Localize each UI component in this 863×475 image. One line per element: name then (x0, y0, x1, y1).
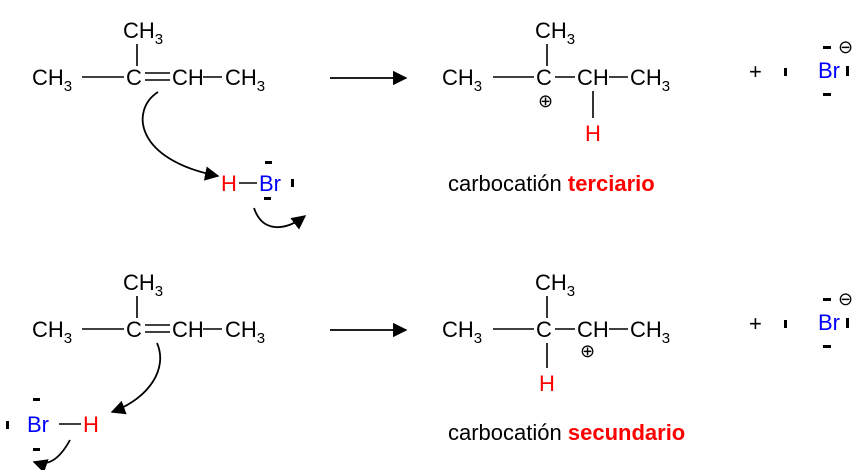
product-tertiary-carbocation: CH3 CH3 C ⊕ CH H CH3 (442, 18, 670, 146)
methyl-top-label: CH3 (123, 18, 163, 48)
reactant-alkene-bottom: CH3 CH3 C CH CH3 (32, 270, 265, 347)
negative-charge: ⊖ (838, 37, 853, 57)
hydrogen-label: H (221, 171, 237, 196)
bromide-ion-top: Br ⊖ (784, 37, 853, 96)
carbon-label: C (536, 65, 552, 90)
carbocation-charge: ⊕ (580, 341, 595, 361)
bromine-label: Br (818, 58, 840, 83)
plus-sign: + (749, 59, 762, 84)
carbon-label: C (126, 65, 142, 90)
label-secondary: carbocatión secundario (448, 420, 685, 445)
lone-pair-left (784, 68, 787, 76)
product-secondary-carbocation: CH3 CH3 C H CH ⊕ CH3 (442, 270, 670, 396)
added-hydrogen-label: H (585, 121, 601, 146)
lone-pair-right (846, 66, 849, 76)
lone-pair-top (265, 161, 272, 164)
lone-pair-bottom (823, 345, 831, 348)
methyl-right-label: CH3 (225, 65, 265, 95)
hydrogen-label: H (83, 412, 99, 437)
lone-pair-left (784, 320, 787, 328)
ch-label: CH (172, 317, 204, 342)
lone-pair-right (291, 179, 294, 187)
curved-arrow-pi-to-h-bottom (110, 342, 162, 415)
lone-pair-top (33, 398, 40, 401)
lone-pair-top (823, 46, 831, 49)
negative-charge: ⊖ (838, 289, 853, 309)
methyl-left-label: CH3 (442, 65, 482, 95)
carbon-label: C (536, 317, 552, 342)
lone-pair-bottom (823, 93, 831, 96)
methyl-left-label: CH3 (32, 317, 72, 347)
methyl-right-label: CH3 (630, 65, 670, 95)
added-hydrogen-label: H (539, 371, 555, 396)
methyl-top-label: CH3 (123, 270, 163, 300)
lone-pair-right (846, 318, 849, 328)
methyl-top-label: CH3 (535, 270, 575, 300)
lone-pair-bottom (33, 448, 40, 451)
methyl-top-label: CH3 (535, 18, 575, 48)
hbr-bottom: Br H (6, 398, 99, 451)
reactant-alkene-top: CH3 CH3 C CH CH3 (32, 18, 265, 95)
bromine-label: Br (259, 171, 281, 196)
bromine-label: Br (818, 310, 840, 335)
ch-label: CH (172, 65, 204, 90)
bromine-label: Br (27, 412, 49, 437)
curved-arrow-bond-to-br-bottom (32, 439, 71, 473)
hbr-top: H Br (221, 161, 294, 200)
plus-sign: + (749, 311, 762, 336)
lone-pair-left (6, 421, 9, 429)
lone-pair-bottom (264, 197, 271, 200)
methyl-left-label: CH3 (32, 65, 72, 95)
lone-pair-top (823, 298, 831, 301)
label-tertiary: carbocatión terciario (448, 171, 655, 196)
carbon-label: C (126, 317, 142, 342)
methyl-left-label: CH3 (442, 317, 482, 347)
ch-label: CH (577, 65, 609, 90)
ch-label: CH (577, 317, 609, 342)
curved-arrow-bond-to-br-top (253, 207, 307, 230)
bromide-ion-bottom: Br ⊖ (784, 289, 853, 348)
curved-arrow-pi-to-h-top (141, 91, 220, 181)
methyl-right-label: CH3 (225, 317, 265, 347)
methyl-right-label: CH3 (630, 317, 670, 347)
carbocation-charge: ⊕ (538, 91, 553, 111)
